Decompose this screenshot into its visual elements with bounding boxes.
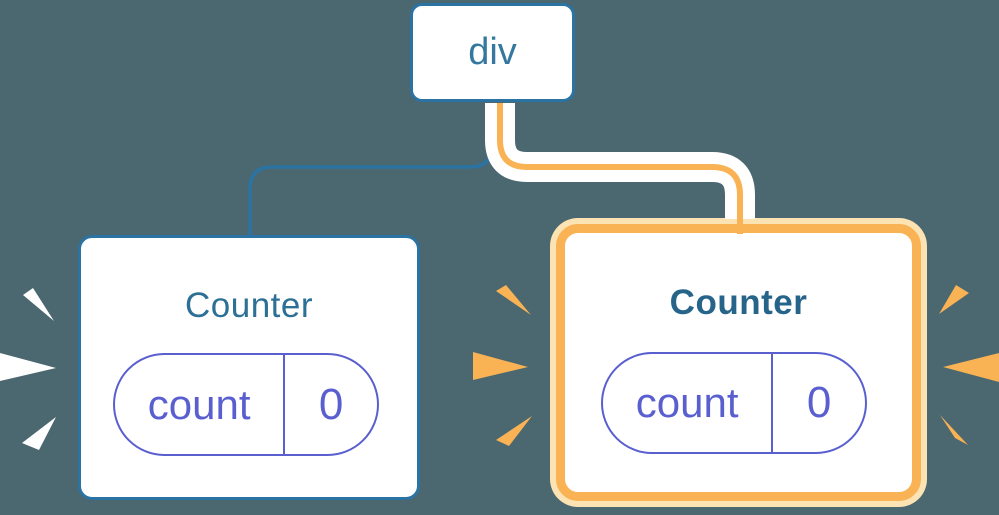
counter-card-right-highlight-ring: Counter count 0 bbox=[550, 218, 927, 507]
edge-orange-to-right-counter bbox=[497, 103, 743, 234]
counter-title-right: Counter bbox=[669, 283, 808, 322]
counter-card-right: Counter count 0 bbox=[556, 224, 921, 501]
edge-highlight-casing bbox=[485, 103, 755, 219]
right-counter-burst-right-icon bbox=[939, 285, 999, 445]
state-pill-left: count 0 bbox=[113, 353, 379, 456]
state-value-left: 0 bbox=[318, 379, 344, 429]
counter-title-left: Counter bbox=[184, 286, 314, 325]
root-div-label: div bbox=[468, 31, 517, 73]
state-value-right: 0 bbox=[806, 378, 832, 427]
state-key-right: count bbox=[603, 354, 774, 452]
left-counter-burst-icon bbox=[0, 288, 56, 450]
state-pill-right: count 0 bbox=[601, 352, 867, 454]
state-key-left: count bbox=[115, 355, 286, 454]
edge-blue-to-left-counter bbox=[248, 103, 494, 238]
counter-card-left: Counter count 0 bbox=[78, 235, 420, 500]
root-div-node: div bbox=[410, 3, 575, 102]
right-counter-burst-left-icon bbox=[473, 285, 532, 446]
